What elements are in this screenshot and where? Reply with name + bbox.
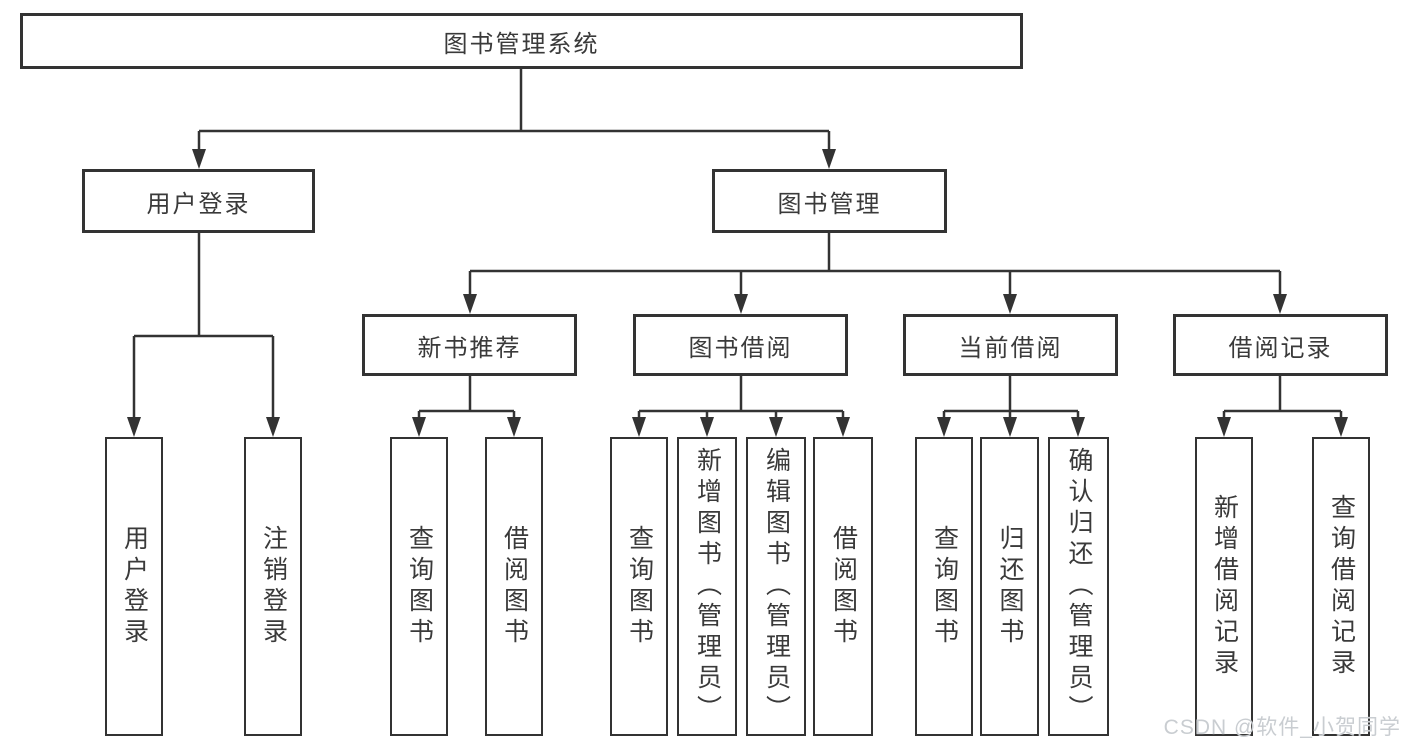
leaf-add-borrow-record: 新增借阅记录: [1195, 437, 1253, 736]
node-current-borrow-label: 当前借阅: [958, 334, 1063, 362]
leaf-add-book-admin-label: 新增图书（管理员）: [693, 447, 722, 726]
leaf-query-books-recommend: 查询图书: [390, 437, 448, 736]
node-book-management: 图书管理: [712, 169, 947, 233]
leaf-logout: 注销登录: [244, 437, 302, 736]
leaf-add-book-admin: 新增图书（管理员）: [677, 437, 737, 736]
leaf-add-borrow-record-label: 新增借阅记录: [1210, 493, 1239, 680]
node-root-label: 图书管理系统: [443, 30, 600, 58]
leaf-borrow-books-recommend-label: 借阅图书: [500, 524, 529, 649]
leaf-confirm-return-admin-label: 确认归还（管理员）: [1065, 447, 1093, 726]
node-user-login: 用户登录: [82, 169, 315, 233]
arrowheads: [127, 149, 1348, 437]
node-borrow-records: 借阅记录: [1173, 314, 1388, 376]
leaf-borrow-books-recommend: 借阅图书: [485, 437, 543, 736]
leaf-edit-book-admin-label: 编辑图书（管理员）: [762, 447, 791, 726]
node-new-book-recommend: 新书推荐: [362, 314, 577, 376]
leaf-return-books: 归还图书: [980, 437, 1039, 736]
leaf-query-borrow-record-label: 查询借阅记录: [1327, 493, 1356, 680]
node-book-borrow-label: 图书借阅: [688, 334, 793, 362]
leaf-borrow-books-label: 借阅图书: [829, 524, 858, 649]
node-user-login-label: 用户登录: [146, 190, 251, 218]
leaf-logout-label: 注销登录: [259, 524, 288, 649]
leaf-borrow-books: 借阅图书: [813, 437, 873, 736]
leaf-query-books-recommend-label: 查询图书: [405, 524, 434, 649]
leaf-user-login: 用户登录: [105, 437, 163, 736]
leaf-query-books-borrow-label: 查询图书: [625, 524, 654, 649]
leaf-edit-book-admin: 编辑图书（管理员）: [746, 437, 806, 736]
csdn-watermark: CSDN @软件_小贺同学: [1163, 716, 1401, 739]
connector-lines: [132, 69, 1343, 419]
leaf-confirm-return-admin: 确认归还（管理员）: [1048, 437, 1109, 736]
leaf-return-books-label: 归还图书: [996, 524, 1024, 649]
node-new-book-recommend-label: 新书推荐: [417, 334, 522, 362]
node-borrow-records-label: 借阅记录: [1228, 334, 1333, 362]
leaf-user-login-label: 用户登录: [120, 524, 149, 649]
node-book-management-label: 图书管理: [777, 190, 882, 218]
leaf-query-borrow-record: 查询借阅记录: [1312, 437, 1370, 736]
leaf-query-books-borrow: 查询图书: [610, 437, 668, 736]
node-root: 图书管理系统: [20, 13, 1023, 69]
node-current-borrow: 当前借阅: [903, 314, 1118, 376]
node-book-borrow: 图书借阅: [633, 314, 848, 376]
leaf-query-books-current-label: 查询图书: [930, 524, 959, 649]
leaf-query-books-current: 查询图书: [915, 437, 973, 736]
